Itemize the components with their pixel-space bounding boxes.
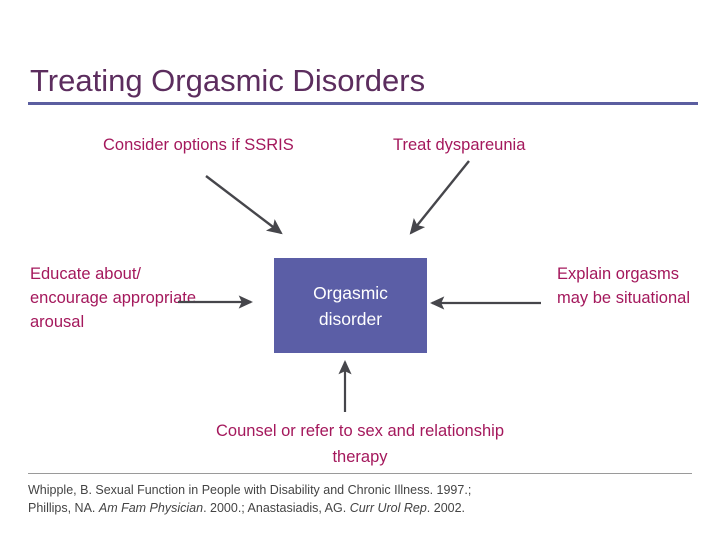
citation-phillips-prefix: Phillips, NA. — [28, 501, 99, 515]
citation-anastasiadis-suffix: . 2002. — [426, 501, 466, 515]
title-divider — [28, 102, 698, 105]
callout-treat-dyspareunia: Treat dyspareunia — [393, 136, 526, 154]
page-title: Treating Orgasmic Disorders — [30, 63, 426, 98]
callout-educate-encourage-arousal: Educate about/ encourage appropriate aro… — [30, 265, 197, 331]
arrow-ssris-to-center — [205, 175, 283, 235]
arrow-dyspareunia-to-center — [409, 160, 470, 235]
callout-explain-orgasms-situational: Explain orgasms may be situational — [557, 265, 690, 307]
footnote-line-2: Phillips, NA. Am Fam Physician. 2000.; A… — [28, 499, 700, 517]
center-node-line-2: disorder — [318, 308, 383, 329]
center-node-line-1: Orgasmic — [313, 282, 388, 303]
citation-journal-curr-urol-rep: Curr Urol Rep — [349, 501, 427, 515]
citation-whipple: Whipple, B. Sexual Function in People wi… — [28, 483, 472, 497]
citation-journal-am-fam-physician: Am Fam Physician — [98, 501, 204, 515]
center-node-orgasmic-disorder: Orgasmic disorder — [274, 258, 427, 353]
footnote-divider — [28, 473, 692, 474]
callout-counsel-refer-therapy: Counsel or refer to sex and relationship… — [216, 422, 504, 466]
footnote-line-1: Whipple, B. Sexual Function in People wi… — [28, 481, 700, 499]
citation-phillips-suffix: . 2000.; Anastasiadis, AG. — [203, 501, 350, 515]
footnote-citations: Whipple, B. Sexual Function in People wi… — [28, 481, 700, 517]
callout-consider-options-ssris: Consider options if SSRIS — [103, 136, 294, 154]
